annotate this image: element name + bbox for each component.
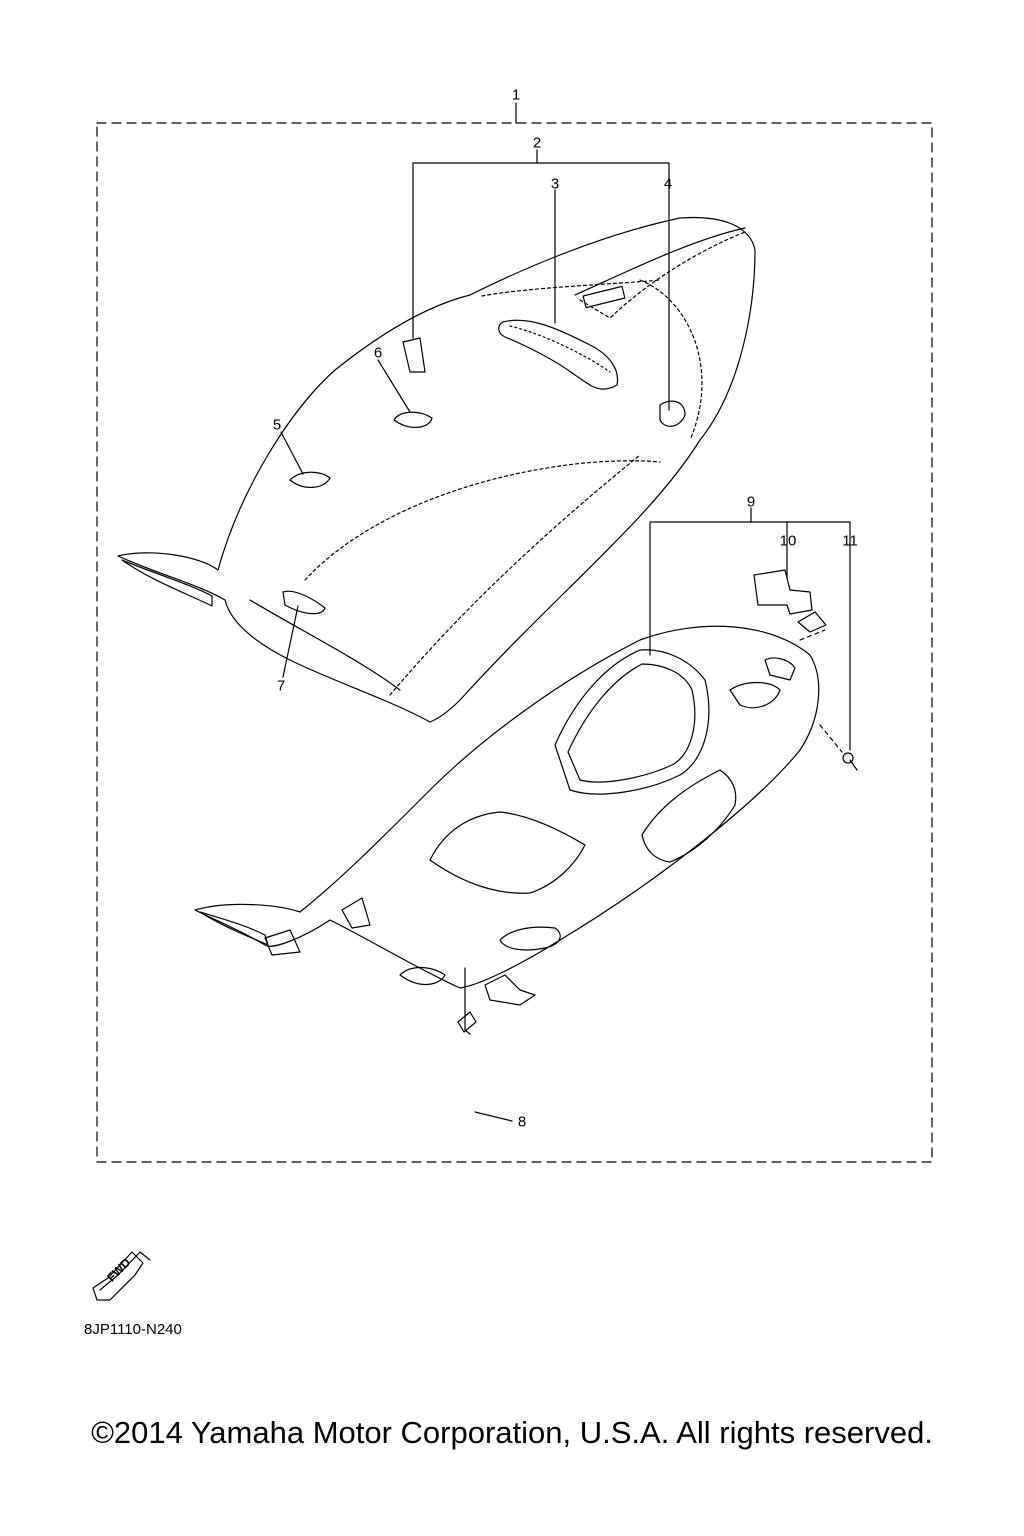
leader-lines [280, 102, 851, 1122]
fwd-arrow-icon [92, 1251, 151, 1301]
callout-4: 4 [663, 175, 673, 193]
copyright-notice: ©2014 Yamaha Motor Corporation, U.S.A. A… [91, 1415, 933, 1450]
seat-exploded-diagram [92, 102, 933, 1301]
callout-10: 10 [779, 532, 797, 550]
callout-7: 7 [276, 677, 286, 695]
part-code: 8JP1110-N240 [84, 1321, 182, 1338]
callout-8: 8 [517, 1113, 527, 1131]
callout-11: 11 [842, 532, 858, 550]
callout-6: 6 [373, 344, 383, 362]
callout-1: 1 [511, 86, 521, 104]
callout-2: 2 [532, 134, 542, 152]
assembly-boundary [96, 122, 933, 1163]
seat-cover [117, 216, 756, 723]
callout-9: 9 [746, 493, 756, 511]
callout-3: 3 [550, 175, 560, 193]
seat-base [194, 569, 858, 1033]
callout-5: 5 [272, 416, 282, 434]
